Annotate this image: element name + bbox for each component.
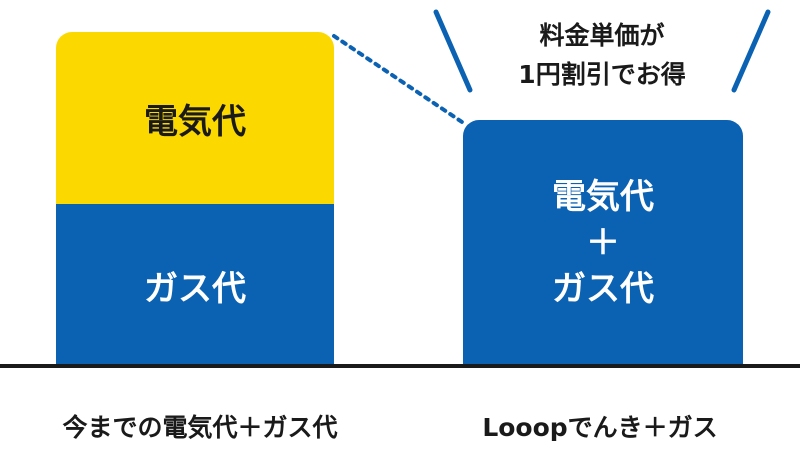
callout-right-slash: [731, 9, 771, 93]
gas-segment: ガス代: [56, 204, 334, 366]
current-cost-bar: 電気代 ガス代: [56, 32, 334, 366]
combined-electricity-label: 電気代: [552, 176, 654, 217]
looop-caption: Looopでんき＋ガス: [482, 413, 718, 442]
electricity-segment-label: 電気代: [144, 101, 246, 142]
gas-segment-label: ガス代: [144, 268, 246, 309]
combined-plus-label: ＋: [586, 222, 620, 263]
current-cost-caption: 今までの電気代＋ガス代: [62, 413, 338, 442]
dotted-connector-line: [332, 34, 464, 124]
looop-combined-bar: 電気代 ＋ ガス代: [463, 120, 743, 366]
baseline: [0, 364, 800, 368]
combined-gas-label: ガス代: [552, 269, 654, 310]
callout-line-2: 1円割引でお得: [518, 60, 686, 89]
callout-left-slash: [433, 9, 473, 93]
electricity-segment: 電気代: [56, 32, 334, 204]
callout-line-1: 料金単価が: [539, 21, 665, 51]
discount-callout: 料金単価が 1円割引でお得: [478, 6, 726, 106]
